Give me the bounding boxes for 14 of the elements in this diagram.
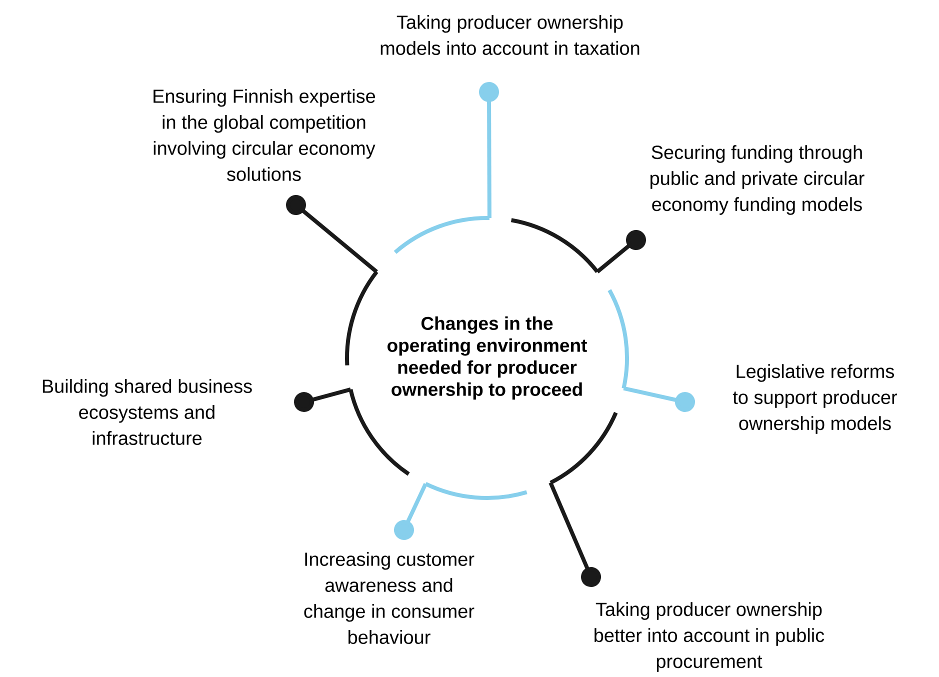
connector-line [596, 230, 646, 274]
topic-text: Building shared business ecosystems and infrastructure [42, 379, 252, 445]
connector-line [479, 82, 499, 218]
topic-text: Taking producer ownership models into account in taxation [380, 15, 640, 55]
connector-line [623, 386, 695, 412]
topic-text: Taking producer ownership better into account in public procurement [594, 602, 824, 672]
connector-line [548, 482, 601, 587]
connector-line [286, 195, 378, 274]
topic-text: Legislative reforms to support producer ownership models [732, 364, 898, 434]
topic-text: Increasing customer awareness and change in consumer behaviour [304, 552, 474, 644]
topic-text: Ensuring Finnish expertise in the global competition involving circular economy solutions [154, 89, 376, 181]
connector-line [294, 388, 352, 412]
central-ring: Changes in the operating environment needed for producer ownership to proceed [345, 216, 629, 500]
topic-text: Securing funding through public and private circular economy funding models [650, 145, 864, 215]
